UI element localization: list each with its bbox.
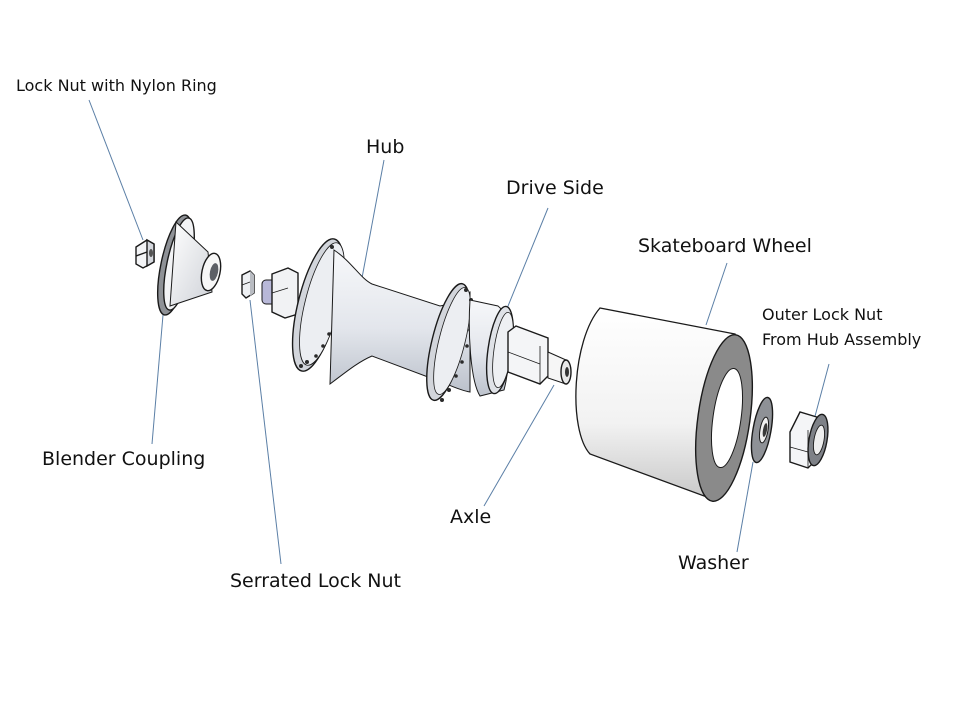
outer-lock-nut-part <box>789 411 829 469</box>
label-drive-side: Drive Side <box>506 177 604 199</box>
lock-nut-nylon-part <box>135 238 155 269</box>
label-skateboard-wheel: Skateboard Wheel <box>638 235 812 257</box>
hub-part <box>261 238 515 402</box>
label-axle: Axle <box>450 506 492 528</box>
leader-drive-side <box>505 207 549 312</box>
leader-axle <box>483 384 555 507</box>
label-outer-lock-nut-line2: From Hub Assembly <box>762 330 922 349</box>
label-blender-coupling: Blender Coupling <box>42 448 206 470</box>
leader-outer-lock-nut <box>813 363 830 421</box>
label-lock-nut-nylon-ring: Lock Nut with Nylon Ring <box>16 76 217 95</box>
leader-washer <box>736 461 754 553</box>
leader-lines <box>88 99 830 565</box>
axle-part <box>507 325 572 385</box>
leader-skateboard-wheel <box>705 262 728 326</box>
label-outer-lock-nut-line1: Outer Lock Nut <box>762 305 883 324</box>
label-hub: Hub <box>366 136 405 158</box>
leader-hub <box>361 159 385 279</box>
blender-coupling-part <box>156 214 222 316</box>
serrated-lock-nut-part <box>241 270 255 299</box>
leader-lock-nut-nylon <box>88 99 144 241</box>
leader-serrated-lock-nut <box>249 299 282 565</box>
label-serrated-lock-nut: Serrated Lock Nut <box>230 570 401 592</box>
leader-blender-coupling <box>151 314 164 445</box>
label-washer: Washer <box>678 552 749 574</box>
washer-part <box>750 396 774 464</box>
skateboard-wheel-part <box>575 307 753 502</box>
